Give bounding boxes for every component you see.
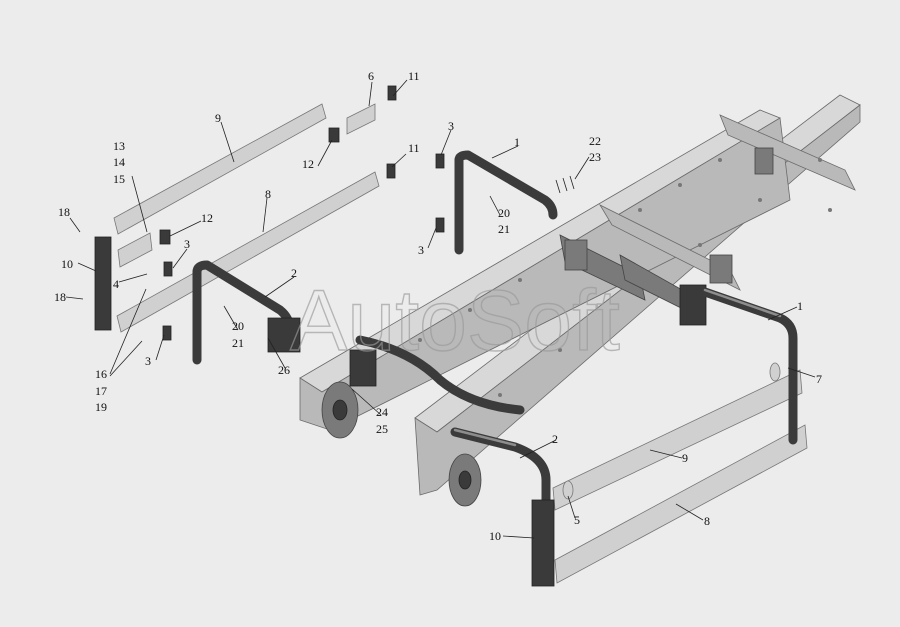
callout-12-mid: 12	[201, 211, 213, 225]
callout-7: 7	[816, 372, 822, 386]
callout-3-mid: 3	[184, 237, 190, 251]
callout-17: 17	[95, 384, 107, 398]
callout-16: 16	[95, 367, 107, 381]
callout-20-bot: 20	[232, 319, 244, 333]
exploded-parts	[94, 85, 575, 365]
callout-13: 13	[113, 139, 125, 153]
callout-12-top: 12	[302, 157, 314, 171]
callout-5: 5	[574, 513, 580, 527]
callout-9-top: 9	[215, 111, 221, 125]
callout-22: 22	[589, 134, 601, 148]
callout-11-mid: 11	[408, 141, 420, 155]
callout-20-top: 20	[498, 206, 510, 220]
callout-11-top: 11	[408, 69, 420, 83]
callout-8-bot: 8	[704, 514, 710, 528]
callout-3-top: 3	[448, 119, 454, 133]
callout-2-bot: 2	[552, 432, 558, 446]
callout-18-bot: 18	[54, 290, 66, 304]
callout-21-bot: 21	[232, 336, 244, 350]
installed-side-guard	[355, 287, 808, 587]
callout-26: 26	[278, 363, 290, 377]
callout-1-right: 1	[797, 299, 803, 313]
callout-18-top: 18	[58, 205, 70, 219]
callout-14: 14	[113, 155, 125, 169]
callout-3-bot: 3	[145, 354, 151, 368]
callouts: 9 6 11 3 1 22 23 13 14 15 12 11 18 12 8 …	[54, 69, 822, 543]
callout-6: 6	[368, 69, 374, 83]
callout-10-bot: 10	[489, 529, 501, 543]
callout-10-left: 10	[61, 257, 73, 271]
leader-lines	[65, 79, 816, 539]
callout-25: 25	[376, 422, 388, 436]
callout-8-top: 8	[265, 187, 271, 201]
callout-23: 23	[589, 150, 601, 164]
callout-19: 19	[95, 400, 107, 414]
chassis-frame	[299, 94, 861, 507]
callout-15: 15	[113, 172, 125, 186]
callout-4: 4	[113, 277, 119, 291]
callout-2-top: 2	[291, 266, 297, 280]
spring-hangers	[321, 147, 774, 507]
callout-21-top: 21	[498, 222, 510, 236]
callout-3-right: 3	[418, 243, 424, 257]
autosoft-watermark: AutoSoft	[290, 273, 620, 369]
callout-24: 24	[376, 405, 388, 419]
frame-holes	[418, 158, 832, 397]
callout-1-top: 1	[514, 135, 520, 149]
callout-9-bot: 9	[682, 451, 688, 465]
